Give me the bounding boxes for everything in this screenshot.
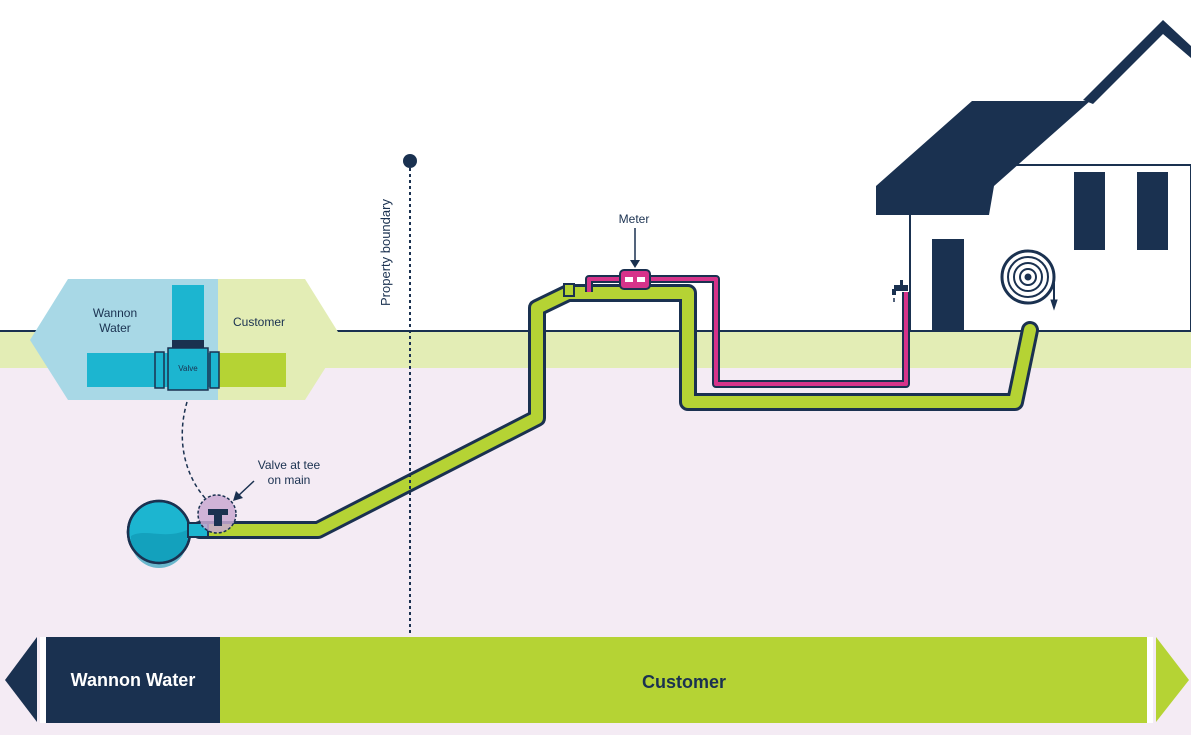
bar-customer-label: Customer: [642, 672, 726, 692]
inset-left-arrow: [30, 279, 68, 400]
valve-tee-arrow: [237, 480, 255, 497]
bar-wannon-section: [46, 637, 220, 723]
ownership-bar: Wannon Water Customer: [5, 637, 1189, 723]
bar-wannon-label: Wannon Water: [71, 670, 196, 690]
hose-reel-icon: [1000, 249, 1058, 311]
valve-tee-arrow-head: [233, 491, 243, 501]
bar-left-arrow: [5, 637, 37, 722]
bar-right-stroke: [1147, 637, 1153, 723]
house-icon: [876, 20, 1191, 332]
bar-customer-section: [220, 637, 1147, 723]
property-boundary-label: Property boundary: [378, 199, 393, 306]
meter-arrow-head: [630, 260, 640, 268]
fitting-stub: [563, 283, 575, 297]
inset-valve-label: Valve: [178, 364, 198, 373]
meter-icon: [619, 269, 651, 290]
bar-left-stroke: [40, 637, 46, 723]
inset-valve-body: [167, 347, 209, 391]
ownership-inset: Wannon Water Customer Valve: [30, 279, 343, 400]
bar-right-arrow: [1156, 637, 1189, 722]
inset-wannon-label-line2: Water: [99, 321, 131, 335]
valve-dashed-connector: [181, 401, 206, 499]
water-main-icon: [126, 499, 209, 568]
inset-customer-label: Customer: [233, 315, 285, 329]
inset-right-arrow: [305, 279, 343, 400]
inset-wannon-label-line1: Wannon: [93, 306, 137, 320]
meter-line: [585, 275, 910, 388]
meter-label: Meter: [619, 212, 650, 226]
valve-tee-icon: [197, 494, 237, 534]
property-boundary-marker: [403, 154, 417, 168]
valve-tee-label-line2: on main: [268, 473, 311, 487]
valve-tee-label-line1: Valve at tee: [258, 458, 321, 472]
tap-icon: [892, 280, 908, 302]
